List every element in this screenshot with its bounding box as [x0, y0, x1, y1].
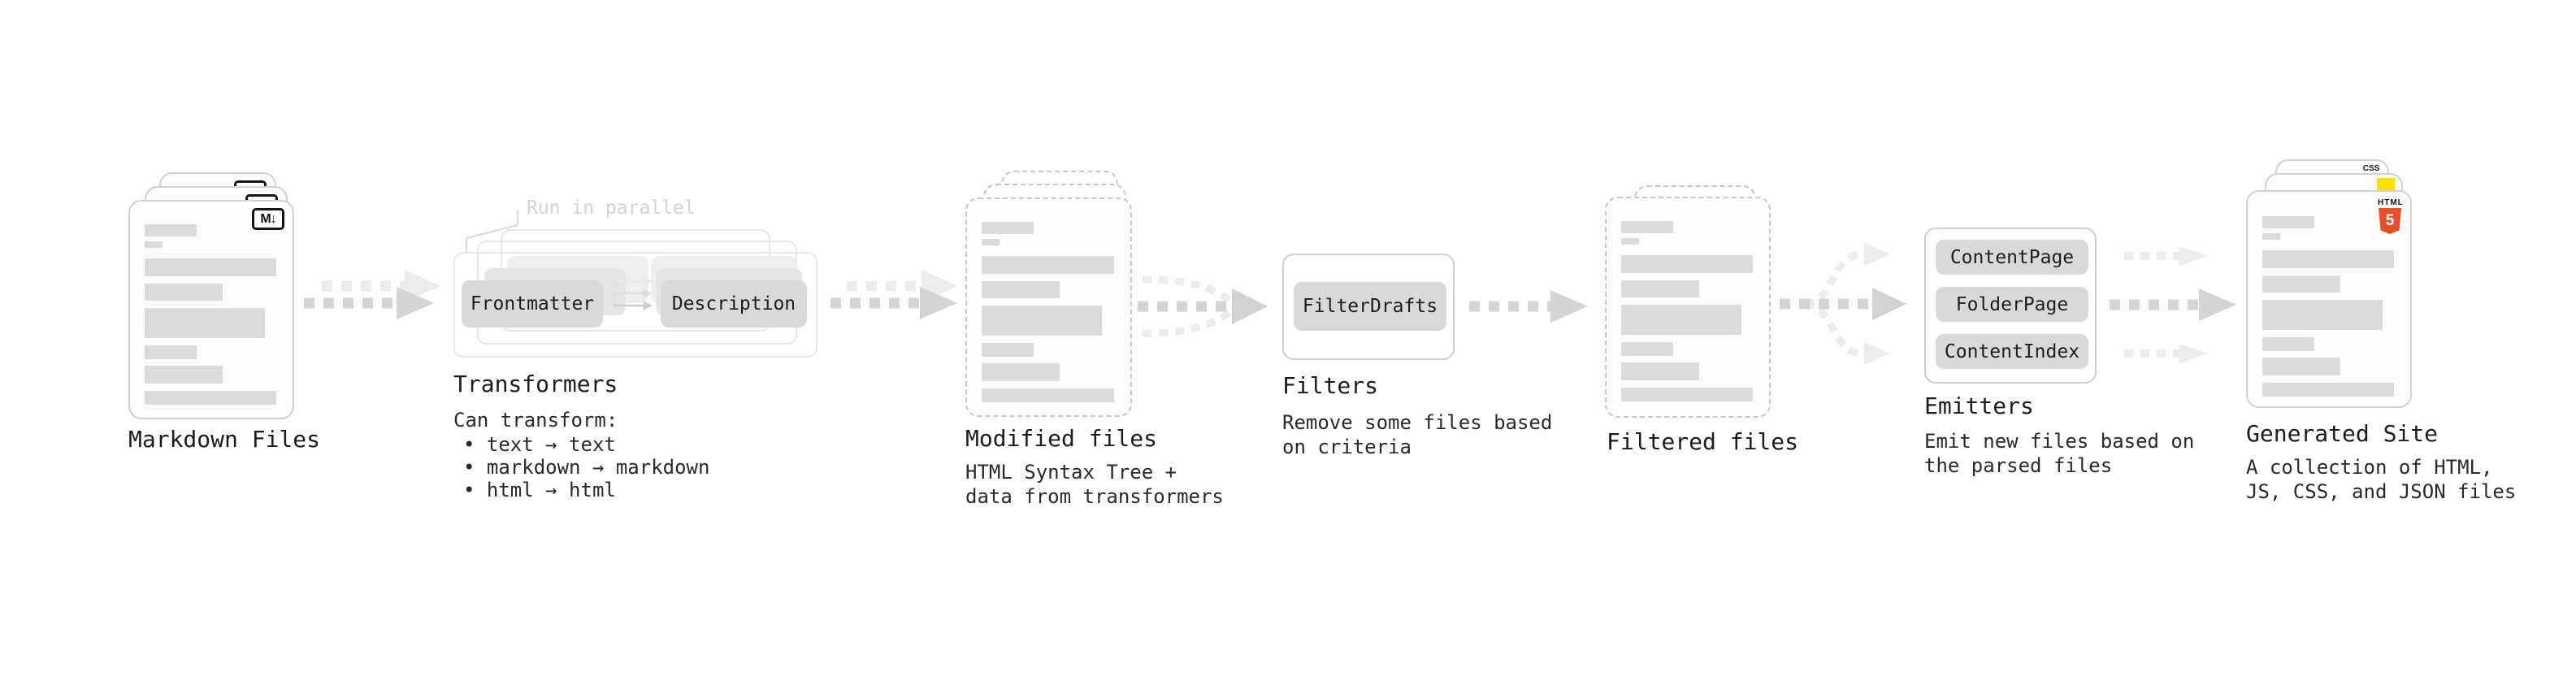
modified-files-desc: data from transformers — [965, 485, 1224, 508]
file-card — [965, 197, 1132, 417]
stage-filters: FilterDrafts — [1282, 254, 1455, 360]
file-content-placeholder — [1607, 198, 1769, 401]
stage-generated-site: CSS HTML 5 — [2246, 159, 2449, 419]
transformers-label: Transformers — [453, 371, 618, 397]
filters-desc: Remove some files based — [1282, 411, 1553, 434]
transformers-bullet: • html → html — [463, 479, 616, 501]
stage-transformers: Frontmatter Description — [453, 228, 868, 366]
flow-arrow-icon — [2124, 344, 2207, 363]
merge-arrow-icon — [1138, 275, 1268, 337]
emitters-desc: Emit new files based on — [1924, 430, 2195, 453]
transformers-bullet: • markdown → markdown — [463, 456, 710, 479]
run-in-parallel-note: Run in parallel — [527, 197, 696, 219]
fanout-arrow-icon — [1780, 243, 1906, 365]
markdown-icon: M↓ — [252, 208, 284, 230]
stage-markdown-files: M↓ M↓ M↓ — [128, 172, 332, 424]
filtered-files-label: Filtered files — [1607, 428, 1799, 455]
html5-icon: HTML 5 — [2378, 198, 2403, 234]
emitters-label: Emitters — [1924, 393, 2034, 419]
file-content-placeholder — [967, 199, 1130, 402]
file-card — [1605, 197, 1771, 418]
flow-arrow-icon — [830, 287, 957, 319]
flow-arrow-icon — [2124, 246, 2207, 266]
filters-label: Filters — [1282, 372, 1379, 399]
markdown-files-label: Markdown Files — [128, 426, 321, 453]
js-icon — [2377, 178, 2395, 191]
modified-files-desc: HTML Syntax Tree + — [965, 461, 1177, 484]
node-filterdrafts: FilterDrafts — [1294, 282, 1446, 331]
generated-site-desc: A collection of HTML, — [2246, 456, 2493, 479]
node-frontmatter: Frontmatter — [462, 280, 603, 327]
node-folderpage: FolderPage — [1936, 287, 2088, 322]
transformers-desc-title: Can transform: — [453, 409, 618, 432]
stage-emitters: ContentPage FolderPage ContentIndex — [1924, 228, 2097, 384]
flow-arrow-icon — [1469, 290, 1588, 323]
stage-modified-files — [965, 171, 1169, 423]
node-contentpage: ContentPage — [1936, 240, 2088, 275]
file-content-placeholder — [130, 202, 293, 405]
node-description: Description — [661, 280, 807, 327]
generated-site-desc: JS, CSS, and JSON files — [2246, 480, 2517, 503]
filters-desc: on criteria — [1282, 436, 1412, 458]
flow-arrow-icon — [2110, 288, 2236, 321]
file-card: HTML 5 — [2246, 190, 2412, 408]
file-content-placeholder — [2248, 192, 2410, 397]
flow-arrow-icon — [304, 287, 434, 319]
modified-files-label: Modified files — [965, 425, 1158, 452]
note-connector-line — [466, 210, 518, 253]
file-card: M↓ — [128, 200, 294, 419]
transformer-group-outline — [453, 252, 817, 358]
stage-filtered-files — [1605, 185, 1808, 429]
flow-arrow-icon — [322, 270, 440, 302]
emitters-desc: the parsed files — [1924, 454, 2113, 477]
generated-site-label: Generated Site — [2246, 420, 2439, 447]
transform-arrow-icon — [613, 276, 653, 310]
node-contentindex: ContentIndex — [1936, 334, 2088, 369]
transformers-bullet: • text → text — [463, 433, 616, 456]
